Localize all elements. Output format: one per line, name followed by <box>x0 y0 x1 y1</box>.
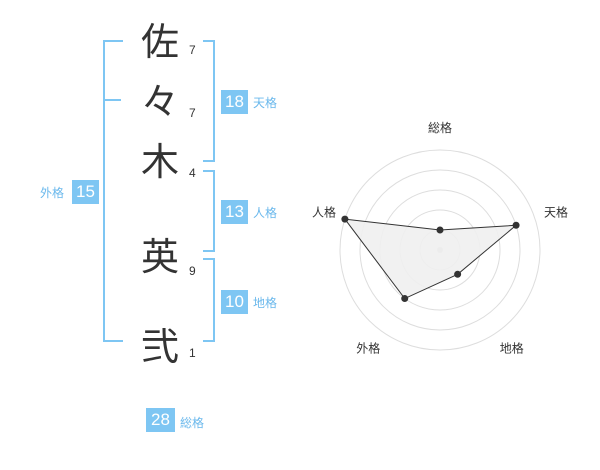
soukaku-value-badge: 28 <box>146 408 175 432</box>
radar-point-3 <box>454 270 462 278</box>
tenkaku-value-badge: 18 <box>221 90 248 114</box>
gaikaku-bracket <box>103 40 123 342</box>
gaikaku-bracket-tick <box>103 99 121 101</box>
jinkaku-value-badge: 13 <box>221 200 248 224</box>
name-char-3: 木 <box>140 140 179 184</box>
stroke-count-5: 1 <box>189 346 196 360</box>
radar-axis-label-3: 地格 <box>500 341 524 356</box>
radar-data-polygon <box>343 218 518 300</box>
radar-axis-label-1: 総格 <box>428 120 452 135</box>
radar-point-1 <box>436 226 444 234</box>
name-char-1: 佐 <box>140 20 179 64</box>
radar-axis-label-2: 天格 <box>544 204 568 219</box>
chikaku-bracket <box>203 258 215 342</box>
name-char-4: 英 <box>140 235 179 279</box>
gaikaku-label: 外格 <box>40 186 65 200</box>
radar-grid-ring <box>359 169 521 331</box>
radar-axis-label-5: 人格 <box>312 204 336 219</box>
radar-point-4 <box>401 295 409 303</box>
tenkaku-label: 天格 <box>253 96 278 110</box>
gaikaku-value-badge: 15 <box>72 180 99 204</box>
radar-axis-label-4: 外格 <box>356 341 380 356</box>
radar-point-2 <box>512 221 520 229</box>
soukaku-label: 総格 <box>180 416 205 430</box>
radar-grid-ring <box>339 149 541 351</box>
tenkaku-bracket <box>203 40 215 162</box>
jinkaku-label: 人格 <box>253 206 278 220</box>
radar-point-5 <box>341 215 349 223</box>
stroke-count-4: 9 <box>189 264 196 278</box>
stroke-count-2: 7 <box>189 106 196 120</box>
stroke-count-3: 4 <box>189 166 196 180</box>
chikaku-value-badge: 10 <box>221 290 248 314</box>
chikaku-label: 地格 <box>253 296 278 310</box>
jinkaku-bracket <box>203 170 215 252</box>
stroke-count-1: 7 <box>189 43 196 57</box>
name-char-5: 弐 <box>140 325 179 369</box>
name-char-2: 々 <box>140 80 179 124</box>
